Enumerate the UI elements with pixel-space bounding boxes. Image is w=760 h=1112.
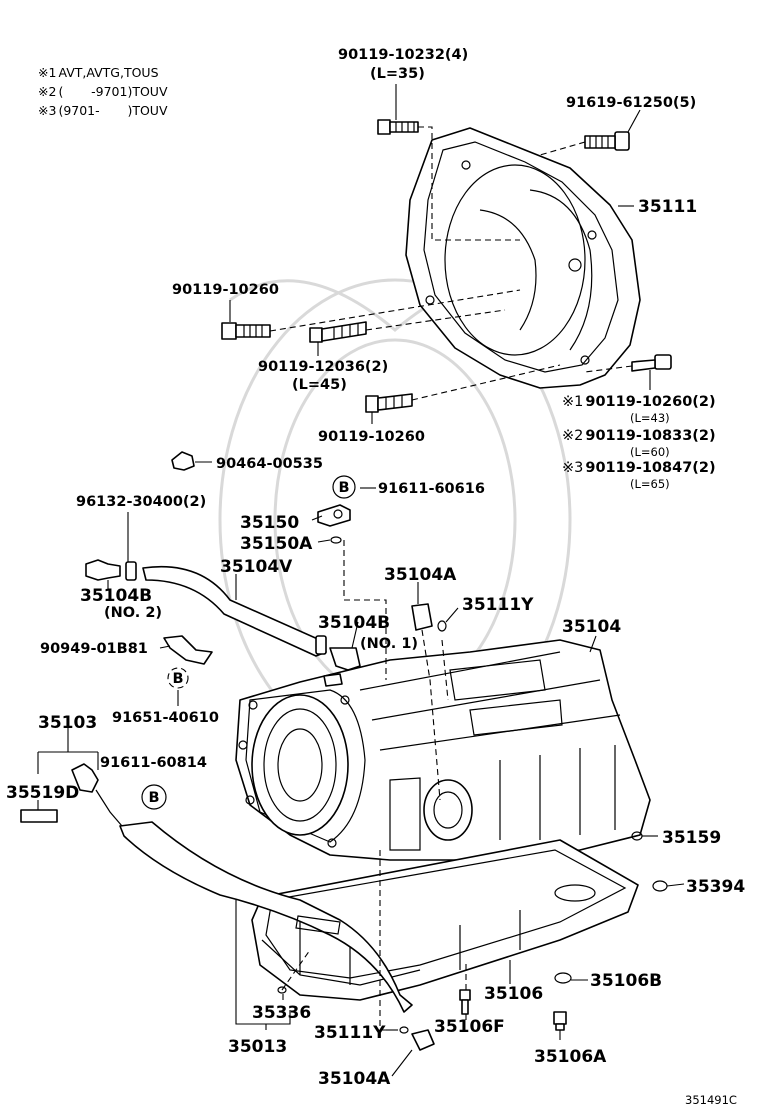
bolt-90119-10260-top-shape (221, 322, 271, 340)
label-35104B-no1: 35104B (318, 613, 390, 633)
magnet-35336-shape (277, 986, 287, 994)
union-35104B-no2-shape (85, 559, 121, 581)
bolt-90119-10232-shape (377, 119, 419, 135)
transmission-case-35104 (235, 639, 651, 861)
label-91651-40610: 91651-40610 (112, 710, 219, 726)
label-35111: 35111 (638, 197, 697, 217)
label-35104B-no2-sub: (NO. 2) (104, 605, 162, 621)
opt1-marker: ※1 (562, 394, 583, 410)
filler-tube-35013-shape (119, 821, 413, 1013)
note-2-text: ( -9701)TOUV (58, 84, 168, 99)
oil-pan-35106 (251, 839, 639, 1001)
label-90119-10232-length: (L=35) (370, 66, 425, 82)
label-35104A-top: 35104A (384, 565, 457, 585)
svg-text:※3(9701- )TOUV: ※3(9701- )TOUV (38, 103, 168, 118)
label-35106F: 35106F (434, 1017, 505, 1037)
label-35394: 35394 (686, 877, 745, 897)
opt2-length: (L=60) (630, 445, 670, 459)
label-35150A: 35150A (240, 534, 313, 554)
ref-b-top: B (338, 480, 349, 496)
sensor-35150-shape (317, 504, 351, 527)
opt2-part: 90119-10833(2) (585, 428, 715, 444)
figure-code: 351491C (685, 1093, 737, 1107)
label-35519D-shape (20, 809, 58, 823)
dipstick-35103-shape (71, 763, 123, 827)
bolt-90119-12036-shape (309, 321, 367, 343)
union-35104A-bot-shape (411, 1029, 435, 1051)
svg-text:※2( -9701)TOUV: ※2( -9701)TOUV (38, 84, 168, 99)
label-35013: 35013 (228, 1037, 287, 1057)
ref-b-top-badge: B (332, 475, 356, 499)
label-90119-10260-top: 90119-10260 (172, 282, 279, 298)
bolt-91619-61250-shape (584, 131, 630, 151)
label-35159: 35159 (662, 828, 721, 848)
bracket-90949-01B81-shape (163, 635, 213, 665)
bell-housing-35111 (405, 127, 641, 389)
label-90949-01B81: 90949-01B81 (40, 641, 148, 657)
oring-35111Y-bot-shape (399, 1026, 409, 1034)
oring-35150A-shape (330, 536, 342, 544)
note-3-marker: ※3 (38, 103, 56, 118)
label-90119-12036: 90119-12036(2) (258, 359, 388, 375)
union-35104B-no1-shape (323, 647, 361, 687)
ref-b-mid: B (172, 671, 183, 687)
label-35104A-bot: 35104A (318, 1069, 391, 1089)
clamps-96132-30400-shape (125, 561, 327, 655)
label-35103: 35103 (38, 713, 97, 733)
label-35106: 35106 (484, 984, 543, 1004)
note-1-text: AVT,AVTG,TOUS (58, 65, 158, 80)
opt2-marker: ※2 (562, 428, 583, 444)
bolt-90119-10260-low-shape (365, 393, 413, 413)
opt3-part: 90119-10847(2) (585, 460, 715, 476)
bolt-optional-shape (631, 354, 672, 372)
ref-b-gauge-badge: B (141, 784, 167, 810)
opt3-length: (L=65) (630, 477, 670, 491)
opt3-marker: ※3 (562, 460, 583, 476)
label-35111Y-top: 35111Y (462, 595, 534, 615)
union-35104A-top-shape (411, 603, 433, 631)
label-35104V: 35104V (220, 557, 293, 577)
label-90119-12036-length: (L=45) (292, 377, 347, 393)
label-91611-60814: 91611-60814 (100, 755, 207, 771)
label-90119-10260-low: 90119-10260 (318, 429, 425, 445)
label-35519D: 35519D (6, 783, 79, 803)
label-90119-10232: 90119-10232(4) (338, 47, 468, 63)
label-35106B: 35106B (590, 971, 662, 991)
opt1-length: (L=43) (630, 411, 670, 425)
ref-b-gauge: B (148, 790, 159, 806)
label-35336: 35336 (252, 1003, 311, 1023)
label-35106A: 35106A (534, 1047, 607, 1067)
label-90464-00535: 90464-00535 (216, 456, 323, 472)
plug-35106A-shape (553, 1011, 567, 1031)
bolt-35106F-shape (459, 989, 471, 1015)
label-35104: 35104 (562, 617, 621, 637)
clip-90464-00535-shape (171, 451, 195, 471)
opt1-part: 90119-10260(2) (585, 394, 715, 410)
note-2-marker: ※2 (38, 84, 56, 99)
gasket-35106B-shape (554, 972, 572, 984)
label-96132-30400: 96132-30400(2) (76, 494, 206, 510)
label-91619-61250: 91619-61250(5) (566, 95, 696, 111)
label-35104B-no1-sub: (NO. 1) (360, 636, 418, 652)
ref-b-mid-badge: B (167, 667, 189, 689)
oring-35111Y-top-shape (437, 620, 447, 632)
note-3-text: (9701- )TOUV (58, 103, 168, 118)
note-1-marker: ※1 (38, 65, 56, 80)
label-35111Y-bot: 35111Y (314, 1023, 386, 1043)
label-35150: 35150 (240, 513, 299, 533)
label-91611-60616: 91611-60616 (378, 481, 485, 497)
label-35104B-no2: 35104B (80, 586, 152, 606)
plug-35394-shape (652, 880, 668, 892)
